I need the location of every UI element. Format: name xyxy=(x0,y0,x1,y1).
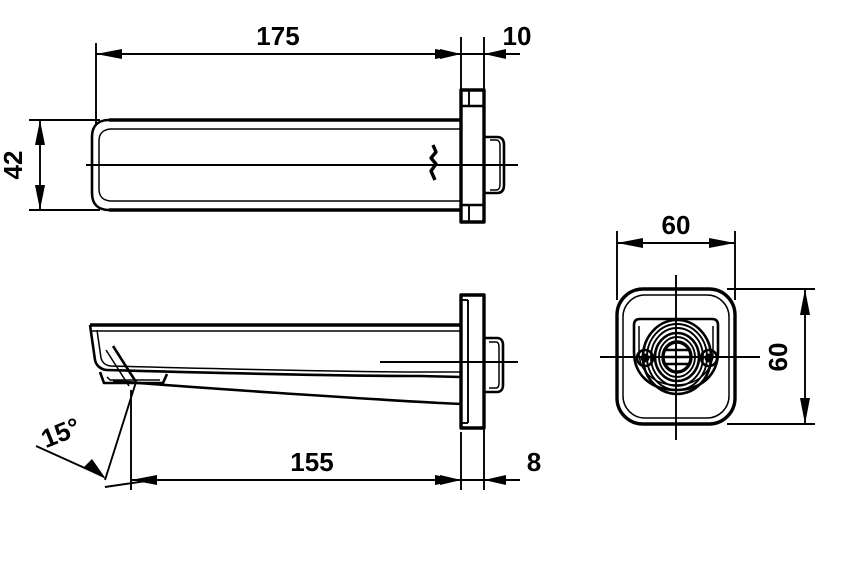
fixing-screw-left xyxy=(635,348,655,368)
dimension-label-42: 42 xyxy=(0,151,28,180)
arrowhead-left xyxy=(617,238,643,248)
side-view-spigot xyxy=(484,336,505,394)
arrowhead-angle xyxy=(83,459,106,479)
arrowhead-top xyxy=(35,120,45,145)
arrowhead-left xyxy=(131,475,157,485)
dimension-10: 10 xyxy=(440,21,531,59)
arrowhead-left xyxy=(96,49,122,59)
top-view-break-symbol xyxy=(429,144,438,181)
arrowhead-in-left xyxy=(484,49,506,59)
side-view-group: 15° 155 8 xyxy=(35,293,541,490)
arrowhead-bottom xyxy=(35,185,45,210)
dimension-label-60-width: 60 xyxy=(662,210,691,240)
top-view-flange-plate xyxy=(459,88,486,224)
arrowhead-bottom xyxy=(800,398,810,424)
arrowhead-in-left xyxy=(484,475,506,485)
dimension-label-60-height: 60 xyxy=(763,343,793,372)
dimension-label-8: 8 xyxy=(527,447,541,477)
front-view-fixing-screws xyxy=(635,348,719,368)
dimension-60-height: 60 xyxy=(763,289,810,424)
arrowhead-in-right xyxy=(440,49,461,59)
front-view-group: 60 60 xyxy=(600,210,815,440)
dimension-8: 8 xyxy=(440,447,541,485)
dimension-155: 155 xyxy=(131,447,461,485)
dimension-175: 175 xyxy=(96,21,461,59)
fixing-screw-right xyxy=(699,348,719,368)
side-view-angle-reference xyxy=(104,381,137,481)
front-view-centerlines xyxy=(600,275,760,440)
dimension-60-width: 60 xyxy=(617,210,735,248)
arrowhead-in-right xyxy=(440,475,461,485)
top-view-group: 175 10 42 xyxy=(0,21,531,224)
dimension-label-175: 175 xyxy=(256,21,299,51)
side-view-body xyxy=(88,323,462,406)
dimension-label-10: 10 xyxy=(503,21,532,51)
side-view-extension-lines xyxy=(104,390,485,490)
dimension-label-155: 155 xyxy=(290,447,333,477)
dimension-42: 42 xyxy=(0,120,45,210)
arrowhead-right xyxy=(709,238,735,248)
arrowhead-top xyxy=(800,289,810,315)
